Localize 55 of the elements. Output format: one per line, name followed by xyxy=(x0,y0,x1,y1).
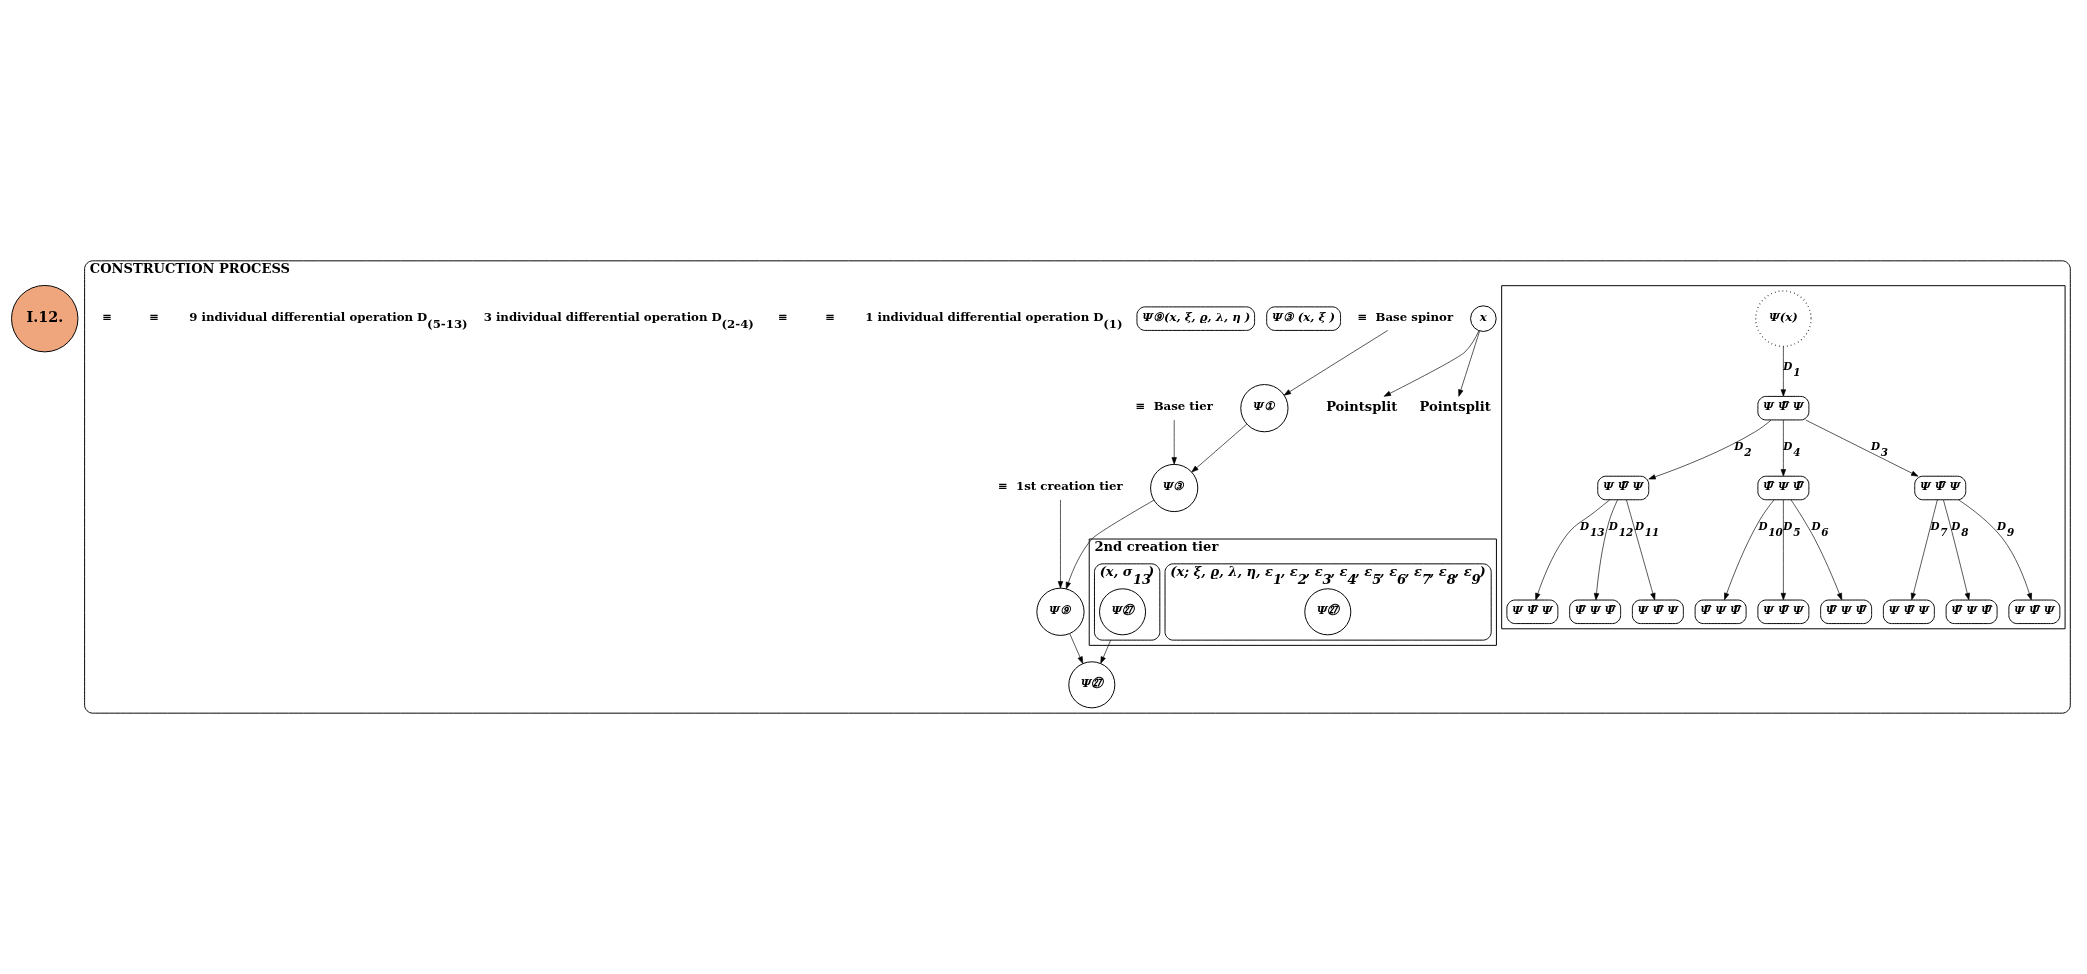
node-circle: Ψ① xyxy=(1240,384,1289,433)
node-circle: Ψ⑨ xyxy=(1036,587,1085,636)
node-box: Ψ̅ Ψ Ψ̅ xyxy=(1569,599,1622,625)
node-text: ≡ Base spinor xyxy=(1357,309,1454,324)
label: ≡ xyxy=(825,309,836,324)
node-box: Ψ Ψ̅ Ψ xyxy=(1757,599,1810,625)
node-box: Ψ̅ Ψ Ψ̅ xyxy=(1694,599,1747,625)
arrow xyxy=(1100,639,1112,664)
arrow xyxy=(1057,499,1064,589)
cluster xyxy=(1501,285,2066,630)
node-circle: Ψ㉗ xyxy=(1099,588,1147,636)
node-circle: Ψ㉗ xyxy=(1068,661,1116,709)
label: ≡ xyxy=(778,309,788,324)
arrow xyxy=(1648,419,1772,480)
arrow xyxy=(1535,499,1610,601)
arrow xyxy=(1958,499,2032,601)
node-box: Ψ③ (x, ξ ) xyxy=(1266,306,1342,331)
node-box: Ψ Ψ̅ Ψ xyxy=(1506,599,1559,625)
arrow xyxy=(1805,419,1919,477)
arrow xyxy=(1171,419,1177,465)
arrow xyxy=(1780,346,1786,397)
arrow xyxy=(1790,499,1843,601)
arrow xyxy=(1780,419,1786,477)
label: ≡ xyxy=(102,309,113,324)
arrow xyxy=(1943,499,1970,601)
arrow xyxy=(1724,499,1775,601)
arrow xyxy=(1780,499,1786,601)
node-box: Ψ̅ Ψ Ψ̅ xyxy=(1945,599,1998,625)
node-box: Ψ Ψ̅ Ψ xyxy=(1597,475,1650,501)
node-circle: I.12. xyxy=(11,284,79,353)
arrow xyxy=(1593,499,1618,601)
arrow xyxy=(1910,499,1938,601)
node-box: Ψ Ψ̅ Ψ xyxy=(1757,395,1810,421)
arrow xyxy=(1283,330,1389,396)
node-box: Ψ̅ Ψ Ψ̅ xyxy=(1757,475,1810,501)
arrow xyxy=(1065,499,1155,590)
node-circle: Ψ(x) xyxy=(1755,290,1812,347)
node-text: Pointsplit xyxy=(1326,398,1398,414)
arrow xyxy=(1383,330,1480,397)
arrow xyxy=(1458,330,1480,397)
node-box: Ψ⑨(x, ξ, ϱ, λ, η ) xyxy=(1136,306,1256,331)
node-box: Ψ̅ Ψ Ψ̅ xyxy=(1820,599,1873,625)
node-text: ≡ 1st creation tier xyxy=(998,479,1123,494)
node-text: Pointsplit xyxy=(1419,398,1491,414)
node-box: Ψ Ψ̅ Ψ xyxy=(1882,599,1935,625)
node-text: ≡ Base tier xyxy=(1135,399,1213,414)
arrow xyxy=(1191,423,1248,473)
node-box: Ψ Ψ̅ Ψ xyxy=(1631,599,1684,625)
arrow xyxy=(1626,499,1656,601)
label: ≡ xyxy=(149,309,160,324)
node-circle: Ψ㉗ xyxy=(1304,588,1352,636)
node-box: Ψ Ψ̅ Ψ xyxy=(2008,599,2061,625)
node-box: Ψ Ψ̅ Ψ xyxy=(1914,475,1967,501)
arrow xyxy=(1069,633,1084,664)
node-circle: x xyxy=(1470,305,1497,332)
